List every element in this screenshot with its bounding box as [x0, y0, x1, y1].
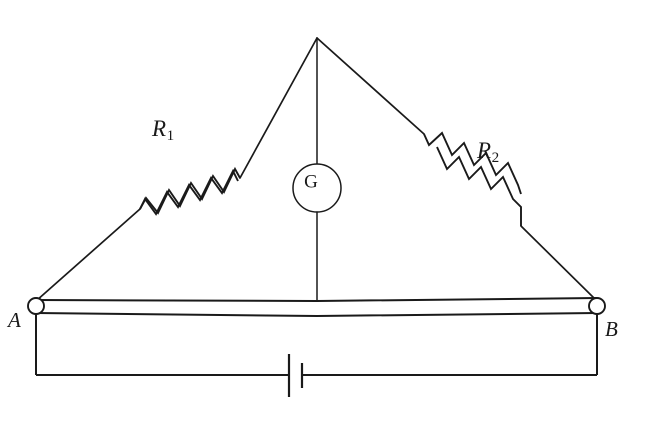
resistor-r1-body	[139, 166, 241, 215]
terminal-b-circle[interactable]	[588, 297, 606, 315]
resistor-r2-label-text: R	[477, 138, 492, 163]
bridge-wire-bottom-edge	[35, 312, 598, 318]
terminal-b-label: B	[605, 317, 618, 341]
resistor-r2-label: R2	[477, 139, 499, 165]
wire-r2-to-b	[520, 225, 598, 302]
terminal-a-label: A	[8, 308, 21, 332]
wire-apex-to-r2	[316, 37, 425, 135]
resistor-r1-label-subscript: 1	[166, 127, 175, 145]
resistor-r1-label-text: R	[152, 116, 167, 141]
resistor-r2-body	[436, 146, 522, 226]
resistor-r2	[423, 131, 522, 195]
terminal-a-circle[interactable]	[27, 297, 45, 315]
resistor-r2-label-subscript: 2	[491, 149, 500, 167]
bridge-wire-top-edge	[35, 297, 598, 303]
wire-r1-to-apex	[239, 37, 318, 179]
galvanometer-label: G	[304, 171, 318, 193]
wire-a-to-r1	[35, 208, 141, 302]
resistor-r1-label: R1	[152, 117, 174, 143]
